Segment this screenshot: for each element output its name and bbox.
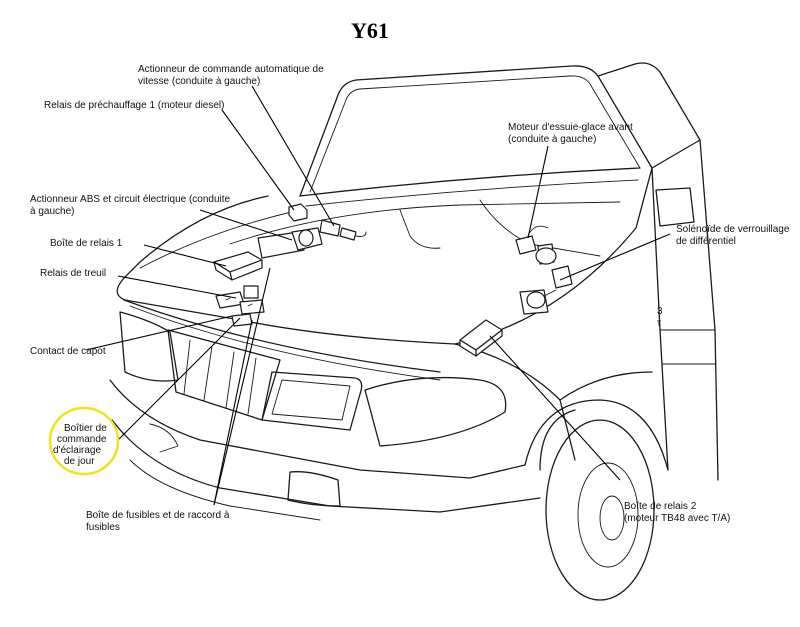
diagram-title: Y61 bbox=[351, 18, 389, 43]
abs-actuator-part bbox=[257, 227, 323, 259]
labels: Actionneur de commande automatique de vi… bbox=[30, 64, 792, 533]
leader-hood-switch bbox=[85, 315, 233, 351]
leader-diff-lock-solenoid bbox=[559, 233, 671, 281]
leader-relay-box-2 bbox=[489, 335, 621, 481]
leader-abs-actuator bbox=[199, 209, 293, 241]
transmission-actuator-part bbox=[319, 219, 367, 241]
leader-preheat-relay bbox=[221, 109, 295, 211]
highlight-circle bbox=[48, 406, 120, 476]
leader-drl-control-unit bbox=[117, 317, 241, 441]
leader-lines bbox=[85, 85, 671, 506]
label-preheat-relay: Relais de préchauffage 1 (moteur diesel) bbox=[44, 100, 224, 111]
components bbox=[213, 203, 573, 357]
leader-relay-box-1 bbox=[143, 244, 227, 267]
leader-winch-relay bbox=[117, 275, 237, 299]
label-drl-control-unit: Boîtier de commande d'éclairage de jour bbox=[53, 423, 110, 467]
wiper-motor-part bbox=[515, 225, 557, 265]
vehicle-drawing: 3 τ bbox=[109, 62, 719, 601]
label-wiper-motor: Moteur d'essuie-glace avant (conduite à … bbox=[508, 122, 636, 145]
leader-fuse-box-1 bbox=[213, 267, 271, 506]
winch-relay-part bbox=[215, 285, 265, 327]
label-transmission-actuator: Actionneur de commande automatique de vi… bbox=[138, 64, 326, 87]
leader-wiper-motor bbox=[527, 145, 549, 239]
label-diff-lock-solenoid: Solénoïde de verrouillage de différentie… bbox=[676, 224, 792, 247]
leader-transmission-actuator bbox=[251, 85, 335, 227]
label-hood-switch: Contact de capot bbox=[30, 346, 106, 357]
leader-fuse-box-2 bbox=[213, 319, 253, 506]
label-winch-relay: Relais de treuil bbox=[40, 268, 106, 279]
preheat-relay-part bbox=[288, 203, 308, 222]
label-abs-actuator: Actionneur ABS et circuit électrique (co… bbox=[30, 194, 233, 217]
relay-box-1-part bbox=[213, 251, 263, 281]
svg-text:τ: τ bbox=[657, 318, 661, 329]
svg-text:3: 3 bbox=[657, 306, 663, 317]
relay-box-2-part bbox=[459, 319, 503, 357]
label-fuse-box: Boîte de fusibles et de raccord à fusibl… bbox=[86, 510, 232, 533]
diff-lock-solenoid-part bbox=[519, 265, 573, 315]
label-relay-box-2: Boîte de relais 2 (moteur TB48 avec T/A) bbox=[624, 501, 730, 524]
label-relay-box-1: Boîte de relais 1 bbox=[50, 238, 123, 249]
